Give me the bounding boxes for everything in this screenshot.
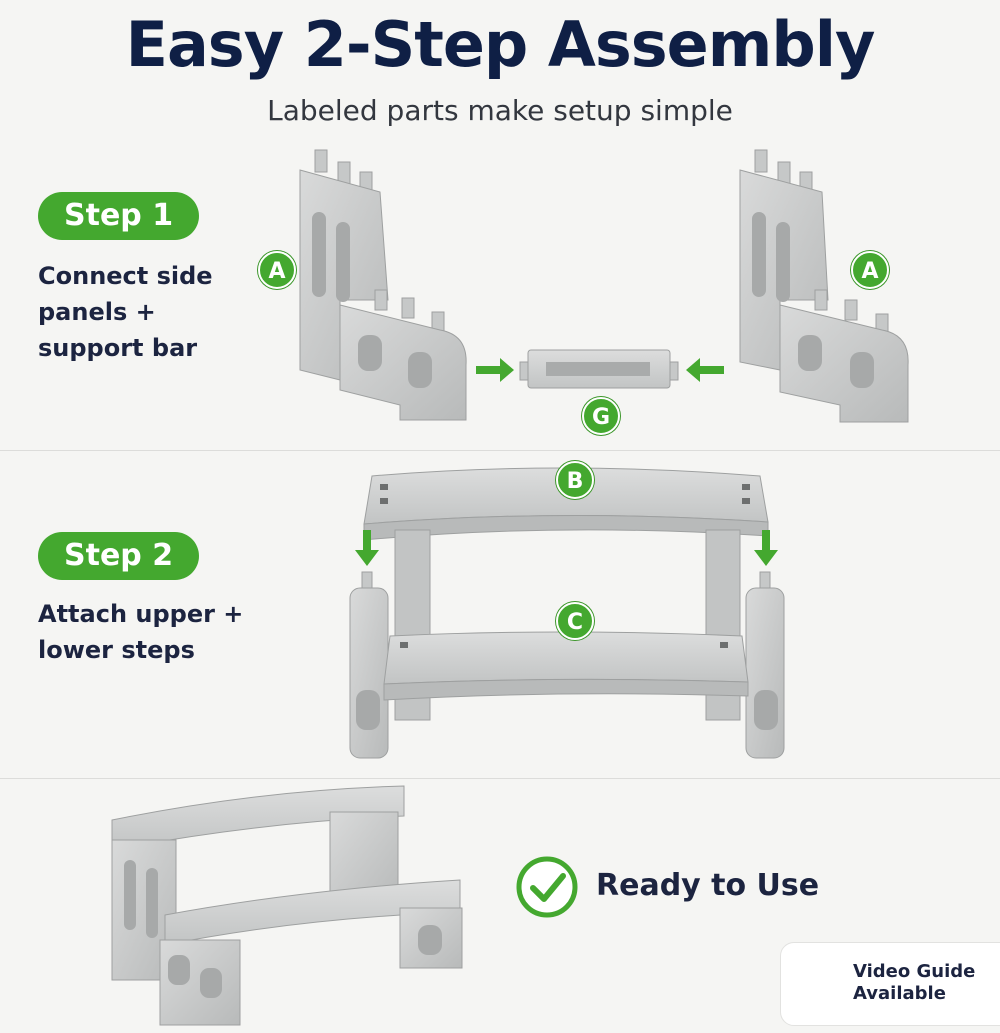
part-label-a-right: A (851, 251, 889, 289)
arrow-right-icon (476, 358, 514, 382)
part-label-b: B (556, 461, 594, 499)
step-1-line: panels + (38, 298, 156, 326)
part-label-a-left: A (258, 251, 296, 289)
ready-to-use-label: Ready to Use (596, 868, 820, 903)
arrow-down-icon (355, 530, 778, 566)
video-guide-card[interactable]: Video Guide Available (780, 942, 1000, 1026)
step-2-line: Attach upper + (38, 600, 244, 628)
step-1-line: support bar (38, 334, 198, 362)
section-divider (0, 450, 1000, 451)
support-bar (519, 349, 679, 389)
step-1-badge: Step 1 (38, 192, 200, 240)
video-guide-line: Video Guide (853, 961, 976, 982)
arrow-left-icon (686, 358, 724, 382)
section-divider (0, 778, 1000, 779)
side-panel-left (299, 149, 467, 421)
step-2-line: lower steps (38, 636, 195, 664)
page-subtitle: Labeled parts make setup simple (267, 94, 733, 127)
lower-step (383, 631, 749, 701)
check-circle-icon (516, 856, 578, 918)
step-2-description: Attach upper + lower steps (38, 596, 243, 668)
video-guide-line: Available (853, 983, 946, 1004)
assembled-step-stool (111, 785, 463, 1026)
video-guide-label: Video Guide Available (853, 961, 975, 1005)
step-1-line: Connect side (38, 262, 213, 290)
part-label-g: G (582, 397, 620, 435)
step-1-description: Connect side panels + support bar (38, 258, 213, 366)
step-2-badge: Step 2 (38, 532, 200, 580)
page-title: Easy 2-Step Assembly (125, 8, 876, 81)
side-panel-right (739, 149, 909, 423)
part-label-c: C (556, 602, 594, 640)
